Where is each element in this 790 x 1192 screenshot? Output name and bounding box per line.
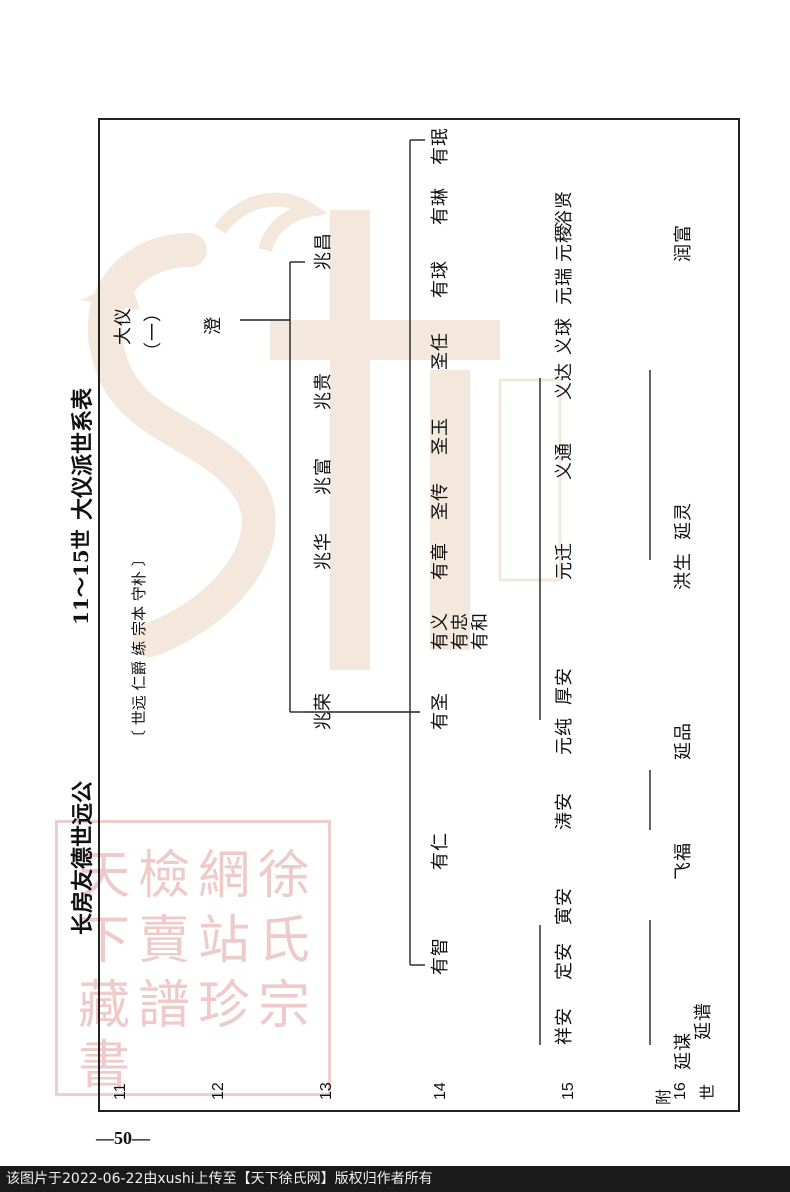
- gen13-name: 兆荣: [313, 692, 334, 730]
- gen13-name: 兆贵: [313, 372, 334, 410]
- gen13-name: 兆昌: [313, 232, 334, 270]
- gen15-name: 定安: [554, 942, 575, 980]
- frame-right: [738, 118, 740, 1112]
- frame-top: [98, 118, 740, 120]
- gen16-name: 延谱: [693, 1002, 714, 1040]
- gen15-name: 元瑞: [554, 267, 575, 305]
- gen14-name: 圣传: [430, 482, 451, 520]
- gen15-name: 义通: [554, 442, 575, 480]
- gen15-name: 寅安: [554, 887, 575, 925]
- gen13-name: 兆华: [313, 532, 334, 570]
- gen15-name: 厚安: [554, 667, 575, 705]
- gen14-name: 有智: [430, 937, 451, 975]
- gen14-name: 有琳: [430, 187, 451, 225]
- root-ancestor: 大仪: [113, 307, 134, 345]
- gen14-name: 有仁: [430, 832, 451, 870]
- gen16-name: 延灵: [673, 502, 694, 540]
- collector-seal-stamp: 徐 氏 宗 網 站 珍 檢 賣 譜 天 下 藏 書: [55, 820, 331, 1096]
- gen15-name: 浴贤: [554, 190, 575, 228]
- upload-notice-footer: 该图片于2022-06-22由xushi上传至【天下徐氏网】版权归作者所有: [0, 1166, 790, 1192]
- gen14-name: 有珉: [430, 127, 451, 165]
- frame-left: [98, 118, 100, 1112]
- gen15-name: 义达: [554, 362, 575, 400]
- gen14-name: 有球: [430, 260, 451, 298]
- gen15-name: 元稷: [554, 224, 575, 262]
- gen14-name: 有和: [470, 612, 491, 650]
- gen16-name: 延谋: [673, 1032, 694, 1070]
- gen13-name: 兆富: [313, 457, 334, 495]
- root-ancestor-index: （一）: [143, 303, 164, 360]
- gen16-name: 润富: [673, 224, 694, 262]
- gen16-name: 洪生: [673, 552, 694, 590]
- gen14-name: 有圣: [430, 692, 451, 730]
- frame-bottom: [98, 1110, 740, 1112]
- gen16-name: 延品: [673, 722, 694, 760]
- gen14-name: 有忠: [450, 612, 471, 650]
- gen16-name: 飞福: [673, 842, 694, 880]
- page-number: —50—: [96, 1128, 150, 1148]
- gen15-name: 涛安: [554, 792, 575, 830]
- bird-watermark-icon: [80, 192, 562, 670]
- gen14-name: 有章: [430, 542, 451, 580]
- gen15-name: 祥安: [554, 1007, 575, 1045]
- gen15-name: 元迁: [554, 542, 575, 580]
- gen14-name: 有义: [430, 612, 451, 650]
- gen14-name: 圣玉: [430, 417, 451, 455]
- gen15-name: 义球: [554, 317, 575, 355]
- gen12-son: 澄: [203, 316, 224, 335]
- gen14-name: 圣任: [430, 332, 451, 370]
- gen15-name: 元纯: [554, 717, 575, 755]
